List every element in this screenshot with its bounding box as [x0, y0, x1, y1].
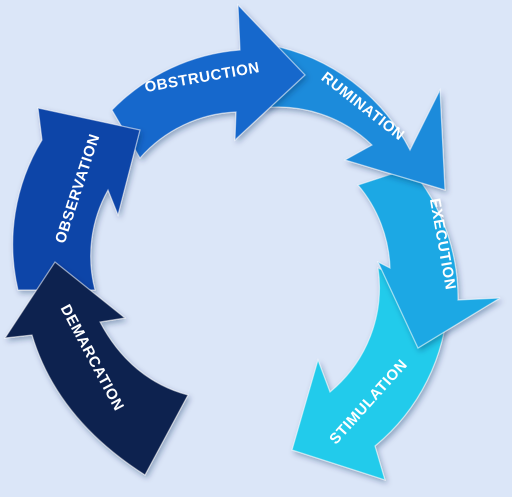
step-observation: OBSERVATION — [12, 107, 141, 291]
rumination-arrow — [261, 44, 446, 191]
demarcation-arrow — [3, 261, 189, 476]
step-obstruction: OBSTRUCTION — [111, 3, 306, 160]
obstruction-arrow — [111, 3, 306, 160]
step-demarcation: DEMARCATION — [3, 261, 189, 476]
observation-arrow — [12, 107, 141, 291]
execution-arrow — [356, 167, 501, 349]
